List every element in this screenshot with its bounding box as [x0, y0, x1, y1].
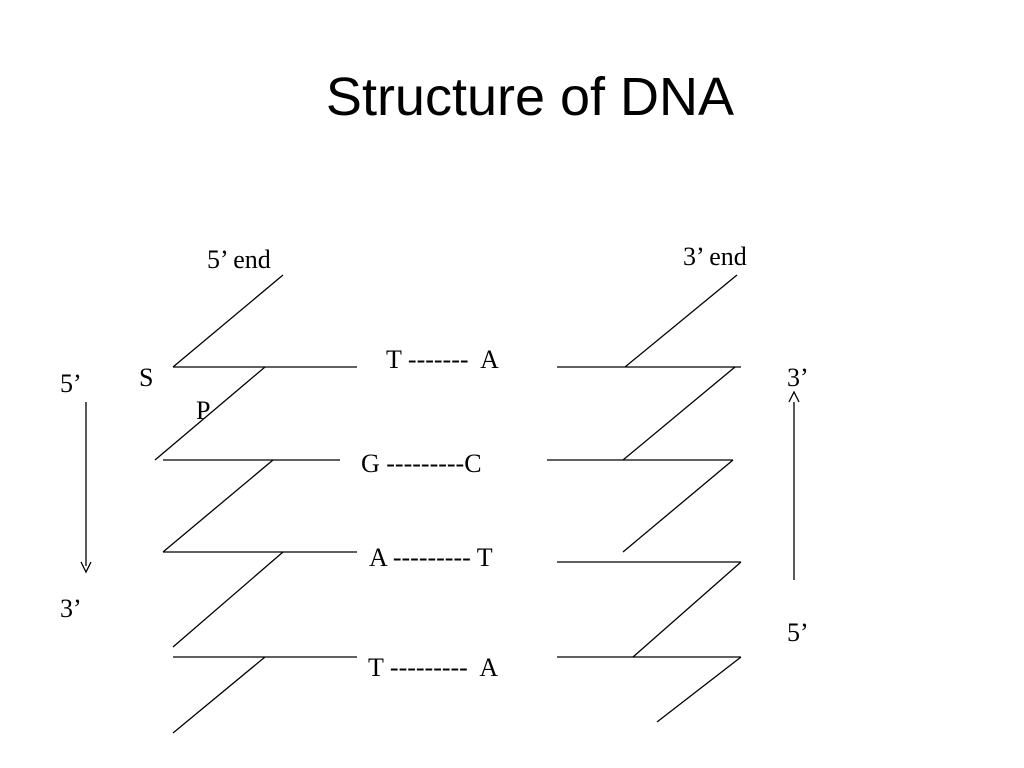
- left-arrowhead: [80, 561, 92, 574]
- right-strand-end-label: 3’ end: [683, 242, 747, 271]
- left-backbone: [154, 274, 357, 734]
- base-pair-2: G ---------C: [361, 449, 482, 478]
- sugar-label: S: [139, 363, 153, 392]
- left-backbone-segment: [172, 656, 266, 734]
- right-backbone-segment: [656, 656, 742, 723]
- base-pair-3: A --------- T: [369, 543, 493, 572]
- left-backbone-segment: [162, 459, 274, 553]
- slide-title: Structure of DNA: [325, 67, 735, 127]
- right-backbone-segment: [622, 459, 734, 553]
- phosphate-label: P: [196, 396, 210, 425]
- left-direction-start-label: 5’: [60, 369, 82, 398]
- left-strand-end-label: 5’ end: [207, 245, 271, 274]
- right-direction-start-label: 5’: [787, 618, 809, 647]
- base-pair-4: T --------- A: [368, 653, 498, 682]
- right-backbone-segment: [632, 561, 742, 658]
- left-backbone-segment: [154, 366, 266, 461]
- right-backbone-segment: [622, 366, 736, 461]
- base-pair-1: T ------- A: [386, 345, 499, 374]
- right-direction-end-label: 3’: [787, 363, 809, 392]
- left-backbone-segment: [172, 551, 284, 648]
- right-backbone: [547, 274, 742, 723]
- right-backbone-segment: [624, 274, 738, 368]
- left-backbone-segment: [172, 274, 284, 368]
- left-direction-end-label: 3’: [60, 594, 82, 623]
- right-arrowhead: [788, 390, 800, 403]
